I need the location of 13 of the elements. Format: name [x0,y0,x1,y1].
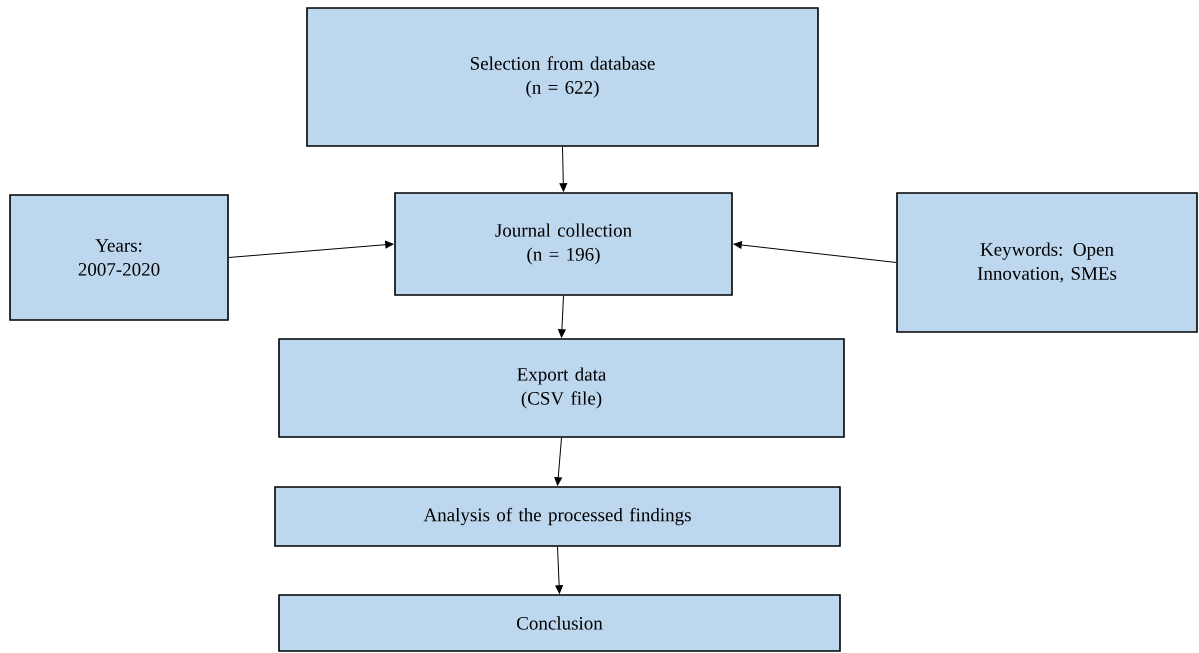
process-box: Journal collection (n = 196) [394,192,733,296]
process-box: Analysis of the processed findings [274,486,841,547]
process-box: Export data (CSV file) [278,338,845,438]
process-box: Selection from database (n = 622) [306,7,819,147]
arrow [555,546,563,594]
arrow [558,295,566,338]
process-box: Keywords: Open Innovation, SMEs [896,192,1198,333]
arrow [554,437,563,486]
process-box: Years: 2007-2020 [9,194,229,321]
arrow [228,240,394,258]
arrow [733,241,897,263]
process-box: Conclusion [278,594,841,652]
arrow [559,146,568,192]
